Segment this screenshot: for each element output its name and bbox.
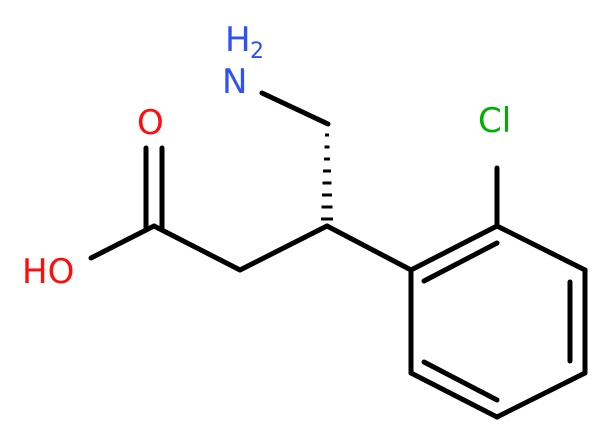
benzene-ring — [408, 223, 588, 420]
bond-carbonyl-oh — [88, 223, 157, 261]
bond-ch2-carbonyl — [151, 223, 243, 273]
amine-n-text: N — [222, 62, 247, 102]
hydroxyl-label: HO — [22, 252, 74, 292]
amine-subscript-text: 2 — [250, 39, 264, 64]
bond-stereocenter-ch2 — [237, 223, 330, 273]
hashed-wedge-bond — [321, 133, 333, 221]
carbonyl-oxygen-label: O — [137, 103, 164, 143]
amine-h-text: H — [225, 20, 251, 60]
amine-label: H 2 N — [222, 20, 264, 102]
chlorine-label: Cl — [478, 101, 511, 141]
bond-n-ch2 — [259, 90, 331, 127]
bond-stereocenter-ring — [324, 223, 414, 273]
